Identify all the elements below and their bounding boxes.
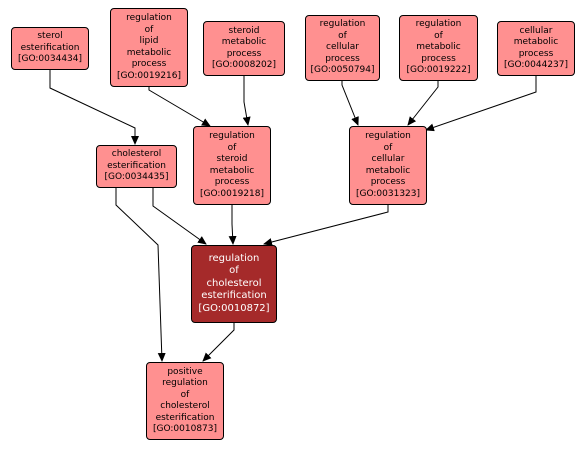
edge-GO0034434-to-GO0034435 [49, 70, 139, 145]
node-label-line: [GO:0019218] [199, 188, 265, 199]
node-label-line: esterification [155, 412, 215, 423]
edge-GO0010872-to-GO0010873 [202, 323, 235, 362]
node-label-line: regulation [209, 131, 255, 141]
node-label-line: [GO:0019216] [116, 70, 182, 81]
node-label-line: [GO:0034434] [17, 54, 83, 65]
node-label-line: regulation [208, 252, 260, 264]
node-label-line: cellular [519, 25, 553, 36]
node-label-line: [GO:0010872] [198, 302, 270, 314]
node-label-line: [GO:0031323] [355, 188, 421, 199]
node-label-line: lipid [139, 36, 159, 46]
node-label-line: of [338, 30, 347, 41]
node-label-line: process [370, 177, 406, 187]
node-label-line: [GO:0034435] [104, 172, 169, 183]
node-label-line: cellular [326, 42, 359, 53]
node-label-line: of [229, 265, 239, 277]
node-label-line: esterification [107, 160, 166, 171]
node-label-line: of [383, 142, 393, 153]
node-label-line: steroid [216, 154, 248, 164]
edge-GO0019218-to-GO0010872 [228, 205, 237, 245]
node-label-line: cholesterol [160, 401, 210, 411]
node-label-line: of [180, 389, 190, 400]
node-label-line: regulation [162, 378, 208, 388]
node-label-line: process [518, 48, 554, 59]
node-label-line: cholesterol [206, 277, 262, 289]
edge-GO0050794-to-GO0031323 [341, 81, 359, 126]
node-label-line: [GO:0019222] [406, 65, 471, 76]
edge-GO0034435-to-GO0010873 [115, 188, 166, 362]
node-label-line: metabolic [221, 37, 267, 47]
node-label-line: regulation [126, 13, 172, 23]
node-label-line: process [214, 177, 250, 187]
node-label-line: regulation [415, 19, 462, 30]
node-label-line: metabolic [513, 37, 559, 47]
edge-GO0019222-to-GO0031323 [407, 81, 439, 126]
node-label-line: positive [167, 366, 203, 377]
node-label-line: of [144, 24, 154, 35]
node-label-line: regulation [365, 131, 411, 141]
node-label-line: regulation [319, 19, 366, 30]
node-label-line: sterol [37, 31, 63, 42]
node-label-line: process [131, 59, 167, 69]
node-label-line: of [434, 30, 443, 41]
node-label-line: [GO:0008202] [211, 60, 277, 70]
node-label-line: cellular [371, 154, 405, 164]
edge-GO0034435-to-GO0010872 [152, 188, 207, 245]
edge-GO0044237-to-GO0031323 [425, 76, 537, 132]
node-label-line: metabolic [416, 42, 461, 53]
node-label-line: metabolic [365, 165, 411, 176]
node-label-line: steroid [228, 25, 260, 36]
node-label-line: of [227, 142, 237, 153]
node-label-line: esterification [201, 290, 267, 302]
edge-GO0031323-to-GO0010872 [263, 205, 389, 246]
node-label-line: process [325, 53, 360, 64]
node-label-line: metabolic [126, 47, 172, 58]
node-label-line: process [421, 53, 456, 64]
node-label-line: cholesterol [111, 149, 162, 160]
edge-GO0019216-to-GO0019218 [148, 87, 211, 127]
node-label-line: process [226, 48, 262, 59]
node-label-line: [GO:0050794] [310, 65, 375, 76]
node-label-line: esterification [20, 42, 80, 53]
edge-GO0008202-to-GO0019218 [242, 76, 251, 126]
node-label-line: [GO:0044237] [503, 60, 569, 70]
node-label-line: [GO:0010873] [152, 424, 218, 434]
node-label-line: metabolic [209, 165, 255, 176]
